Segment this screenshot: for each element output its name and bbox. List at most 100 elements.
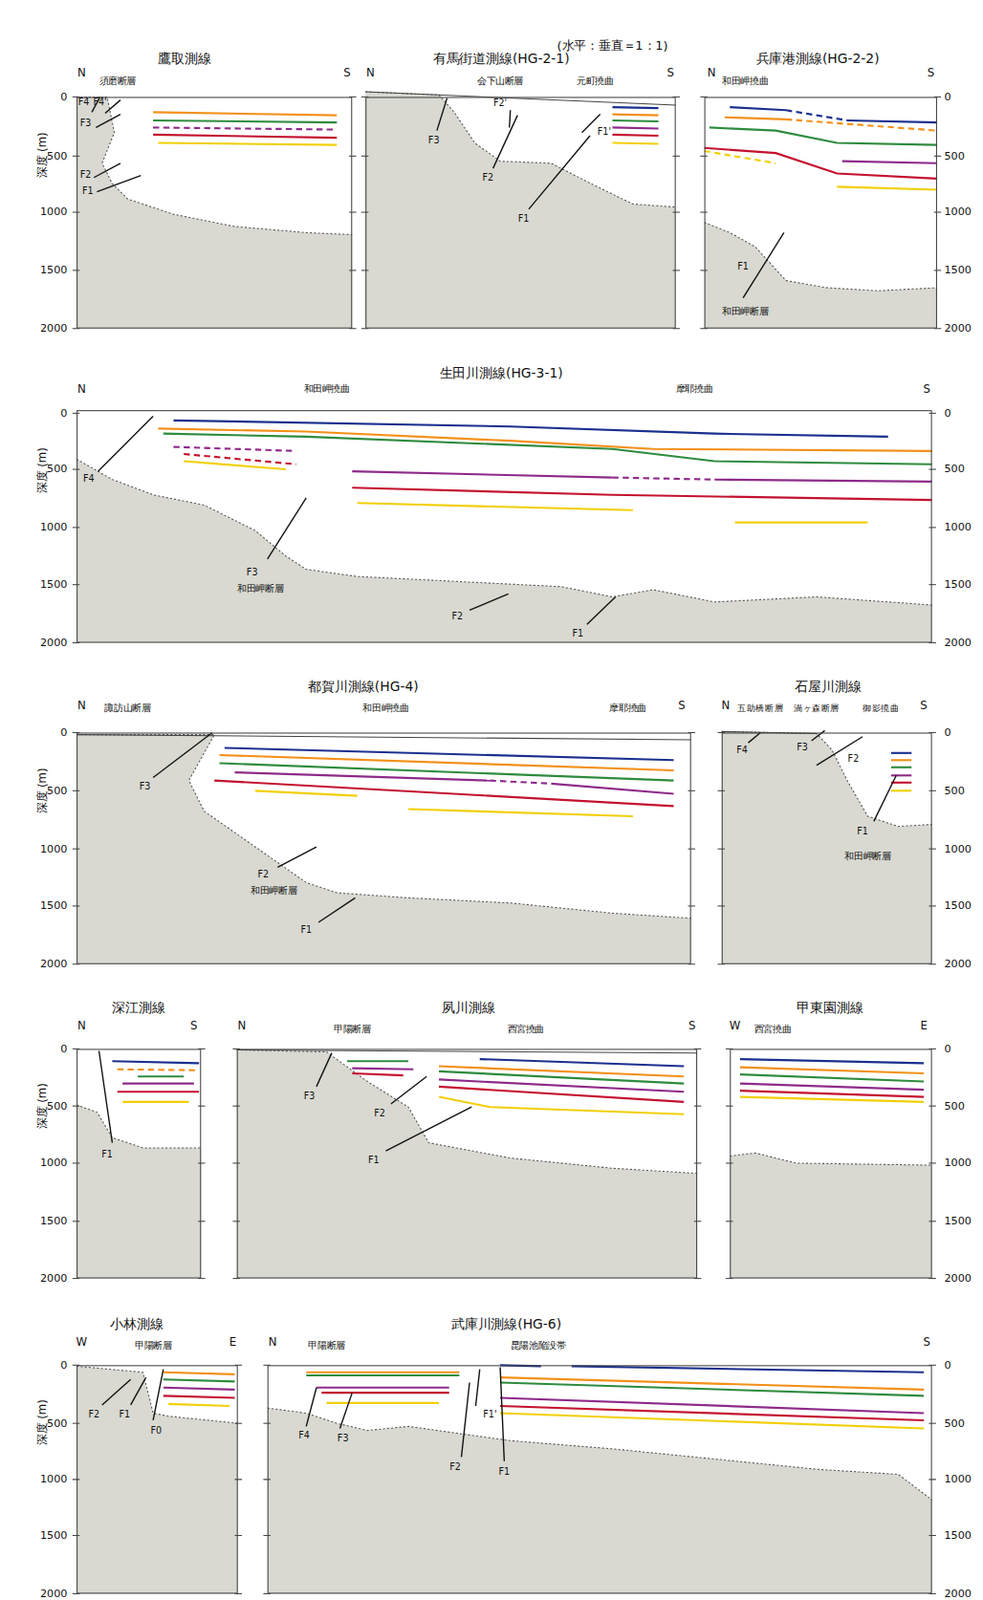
depth-tick — [928, 1221, 936, 1223]
depth-number: 2000 — [943, 636, 972, 649]
basement-boundary — [721, 731, 933, 827]
section-panel: 鷹取測線 — [76, 96, 352, 328]
section-label: F3 — [337, 1435, 350, 1446]
basement-rock — [729, 1153, 932, 1279]
section-label: S — [923, 1336, 931, 1350]
horizon-line — [724, 117, 787, 120]
horizon-line — [163, 1373, 236, 1376]
horizon-line — [704, 148, 938, 179]
section-title: 生田川測線(HG-3-1) — [439, 364, 564, 383]
depth-number: 500 — [46, 463, 67, 476]
section-label: F3 — [80, 119, 92, 131]
section-label: F1 — [499, 1467, 511, 1479]
section-label: N — [366, 66, 375, 80]
horizon-line — [163, 1388, 236, 1391]
horizon-line — [173, 447, 296, 452]
depth-number: 2000 — [40, 1588, 68, 1600]
section-label: F1' — [482, 1410, 497, 1421]
depth-number: 1000 — [40, 1474, 68, 1486]
depth-tick — [694, 1162, 701, 1164]
depth-tick — [928, 413, 936, 415]
section-label: F2 — [87, 1410, 100, 1421]
basement-rock — [76, 458, 933, 643]
section-label: F4 — [736, 745, 748, 757]
section-panel: 有馬街道測線(HG-2-1) — [365, 96, 677, 328]
fault-line — [267, 498, 307, 560]
section-label: F2' — [493, 99, 507, 110]
section-label: N — [238, 1020, 247, 1033]
fault-line — [528, 135, 590, 210]
horizon-line — [612, 478, 716, 481]
fault-line — [131, 1377, 147, 1406]
horizon-line — [157, 428, 932, 451]
basement-rock — [76, 96, 352, 328]
section-label: F2 — [481, 174, 494, 185]
depth-tick — [235, 1479, 242, 1481]
fault-line — [475, 1370, 480, 1407]
depth-number: 1000 — [40, 522, 68, 534]
section-label: F3 — [304, 1092, 316, 1103]
depth-tick — [235, 1423, 242, 1425]
section-label: F3 — [796, 742, 809, 754]
fault-line — [509, 109, 511, 128]
depth-number: 1500 — [943, 264, 972, 277]
horizon-line — [612, 127, 659, 129]
depth-number: 0 — [60, 1043, 67, 1055]
depth-tick — [928, 526, 936, 528]
section-title: 小林測線 — [109, 1315, 164, 1334]
section-label: 五助橋断層 — [737, 704, 784, 715]
fault-line — [436, 97, 448, 131]
fault-line — [305, 1388, 317, 1428]
section-title: 深江測線 — [111, 999, 166, 1018]
depth-number: 0 — [943, 1043, 951, 1055]
fault-line — [97, 416, 153, 473]
depth-number: 0 — [943, 407, 951, 419]
depth-number: 2000 — [943, 959, 972, 971]
section-label: W — [76, 1336, 88, 1350]
section-label: F1 — [571, 630, 584, 641]
section-panel: 小林測線 — [76, 1365, 239, 1595]
depth-number: 1500 — [40, 1216, 68, 1228]
horizon-line — [117, 1091, 199, 1093]
horizon-line — [714, 480, 932, 482]
horizon-line — [836, 186, 938, 190]
section-label: 和田岬撓曲 — [362, 704, 409, 716]
basement-boundary — [704, 222, 938, 292]
section-label: F3 — [246, 568, 259, 580]
section-label: 昆陽池陥没帯 — [510, 1342, 567, 1354]
horizon-line — [612, 134, 659, 136]
section-label: 和田岬断層 — [721, 306, 768, 318]
depth-tick — [197, 1162, 205, 1164]
depth-number: 1000 — [943, 843, 972, 855]
depth-number: 1000 — [40, 206, 68, 219]
depth-number: 1500 — [943, 900, 972, 913]
section-label: 御影撓曲 — [862, 704, 899, 715]
section-label: S — [927, 66, 935, 80]
section-label: F1 — [300, 925, 312, 937]
depth-number: 500 — [943, 463, 964, 476]
depth-number: 500 — [46, 785, 67, 797]
horizon-line — [347, 1060, 409, 1063]
horizon-line — [500, 1382, 924, 1397]
horizon-line — [500, 1406, 924, 1421]
section-label: F0 — [151, 1426, 163, 1438]
depth-number: 2000 — [943, 323, 972, 335]
depth-tick — [934, 155, 941, 157]
section-title: 都賀川測線(HG-4) — [307, 677, 418, 697]
section-label: F2 — [449, 1463, 461, 1475]
section-label: 摩耶撓曲 — [676, 385, 713, 396]
horizon-line — [305, 1375, 459, 1377]
ground-surface — [365, 91, 677, 106]
section-title: 石屋川測線 — [794, 677, 861, 697]
fault-line — [99, 1051, 113, 1144]
horizon-line — [219, 763, 675, 781]
depth-tick — [197, 1106, 205, 1108]
fault-line — [105, 100, 121, 114]
section-label: 摩耶撓曲 — [609, 704, 646, 716]
fault-line — [493, 115, 519, 170]
depth-number: 1500 — [943, 579, 972, 591]
basement-boundary — [76, 96, 352, 235]
horizon-line — [321, 1392, 449, 1395]
depth-tick — [934, 269, 941, 271]
fault-line — [873, 775, 896, 822]
